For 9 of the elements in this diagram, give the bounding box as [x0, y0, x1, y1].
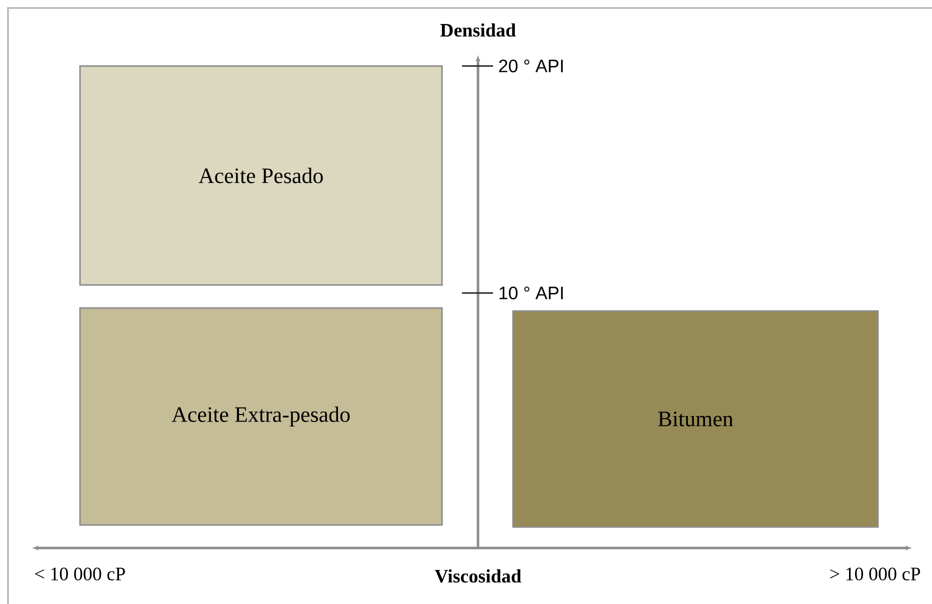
axis-end-label: < 10 000 cP — [35, 568, 125, 580]
category-box: Aceite Extra-pesado — [79, 307, 443, 526]
axis-title: Viscosidad — [434, 569, 522, 583]
axis-title: Densidad — [440, 23, 516, 37]
axis-end-label: > 10 000 cP — [830, 568, 920, 580]
category-box: Aceite Pesado — [79, 65, 443, 286]
category-box: Bitumen — [512, 310, 879, 528]
tick-label: 20 ° API — [499, 60, 563, 72]
tick-label: 10 ° API — [500, 286, 563, 300]
